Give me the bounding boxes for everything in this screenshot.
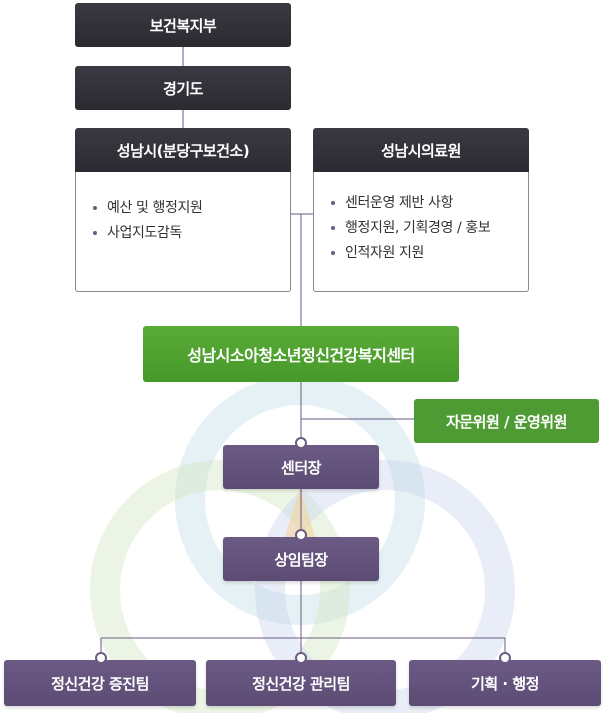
ministry-label: 보건복지부 <box>149 16 217 35</box>
province-box: 경기도 <box>75 66 291 110</box>
bullet-icon <box>331 201 335 205</box>
team-box-management: 정신건강 관리팀 <box>206 660 396 706</box>
list-item: 인적자원 지원 <box>331 241 528 266</box>
bullet-icon <box>331 251 335 255</box>
list-item-text: 센터운영 제반 사항 <box>345 195 453 211</box>
director-box: 센터장 <box>223 445 379 489</box>
center-label: 성남시소아청소년정신건강복지센터 <box>187 346 415 365</box>
team-node-icon <box>95 652 107 664</box>
bullet-icon <box>331 226 335 230</box>
list-item: 예산 및 행정지원 <box>93 196 290 221</box>
team-box-promotion: 정신건강 증진팀 <box>4 660 196 706</box>
medical-title: 성남시의료원 <box>381 141 461 160</box>
team-leader-label: 상임팀장 <box>274 550 328 569</box>
list-item: 센터운영 제반 사항 <box>331 191 528 216</box>
team-node-icon <box>499 652 511 664</box>
medical-header: 성남시의료원 <box>313 128 529 172</box>
team-leader-box: 상임팀장 <box>223 537 379 581</box>
province-label: 경기도 <box>163 79 203 98</box>
ministry-box: 보건복지부 <box>75 3 291 47</box>
director-label: 센터장 <box>281 458 321 477</box>
city-header: 성남시(분당구보건소) <box>75 128 291 172</box>
medical-item-list: 센터운영 제반 사항 행정지원, 기획경영 / 홍보 인적자원 지원 <box>331 191 528 266</box>
committee-box: 자문위원 / 운영위원 <box>414 399 599 443</box>
city-title: 성남시(분당구보건소) <box>116 141 250 160</box>
city-item-list: 예산 및 행정지원 사업지도감독 <box>93 196 290 246</box>
team-node-icon <box>295 652 307 664</box>
team-leader-node-icon <box>295 529 307 541</box>
medical-panel: 센터운영 제반 사항 행정지원, 기획경영 / 홍보 인적자원 지원 <box>313 172 529 292</box>
committee-label: 자문위원 / 운영위원 <box>446 412 567 431</box>
team-label: 기획 · 행정 <box>471 674 539 693</box>
center-box: 성남시소아청소년정신건강복지센터 <box>143 326 459 382</box>
director-node-icon <box>295 437 307 449</box>
team-label: 정신건강 관리팀 <box>252 674 350 693</box>
team-label: 정신건강 증진팀 <box>51 674 149 693</box>
bullet-icon <box>93 231 97 235</box>
list-item-text: 인적자원 지원 <box>345 245 424 261</box>
list-item: 행정지원, 기획경영 / 홍보 <box>331 216 528 241</box>
list-item: 사업지도감독 <box>93 221 290 246</box>
list-item-text: 예산 및 행정지원 <box>107 200 203 216</box>
list-item-text: 사업지도감독 <box>107 225 182 241</box>
team-box-admin: 기획 · 행정 <box>409 660 601 706</box>
city-panel: 예산 및 행정지원 사업지도감독 <box>75 172 291 292</box>
bullet-icon <box>93 206 97 210</box>
list-item-text: 행정지원, 기획경영 / 홍보 <box>345 220 491 236</box>
